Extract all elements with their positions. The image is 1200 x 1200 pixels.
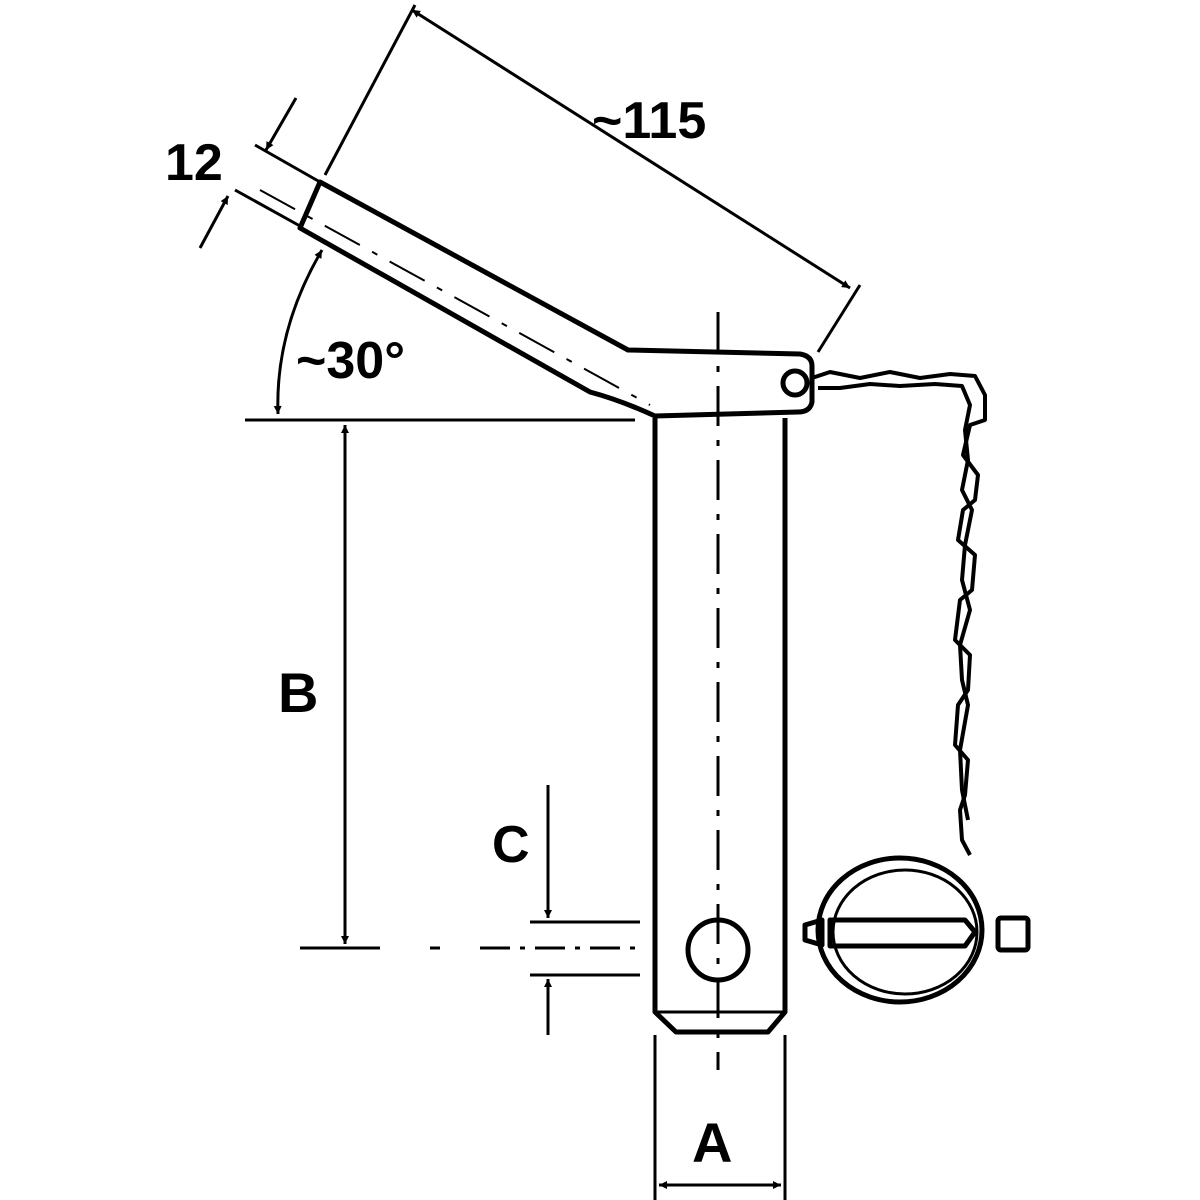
handle-center-line [259,189,651,406]
a-label: A [692,1111,732,1174]
pin-handle [297,179,815,419]
width-dimension [264,97,298,151]
angle-label: ~30° [296,332,405,390]
chain-eyelet [780,368,810,398]
linch-pin-ring [815,855,985,1005]
length-dimension [411,8,851,290]
chain [811,370,987,856]
b-label: B [278,661,318,724]
c-label: C [492,816,530,874]
width-label: 12 [165,134,223,192]
angle-arc [273,249,324,415]
pin-body [652,418,788,1035]
linch-pin-shaft [827,917,978,949]
length-label: ~115 [592,92,706,150]
